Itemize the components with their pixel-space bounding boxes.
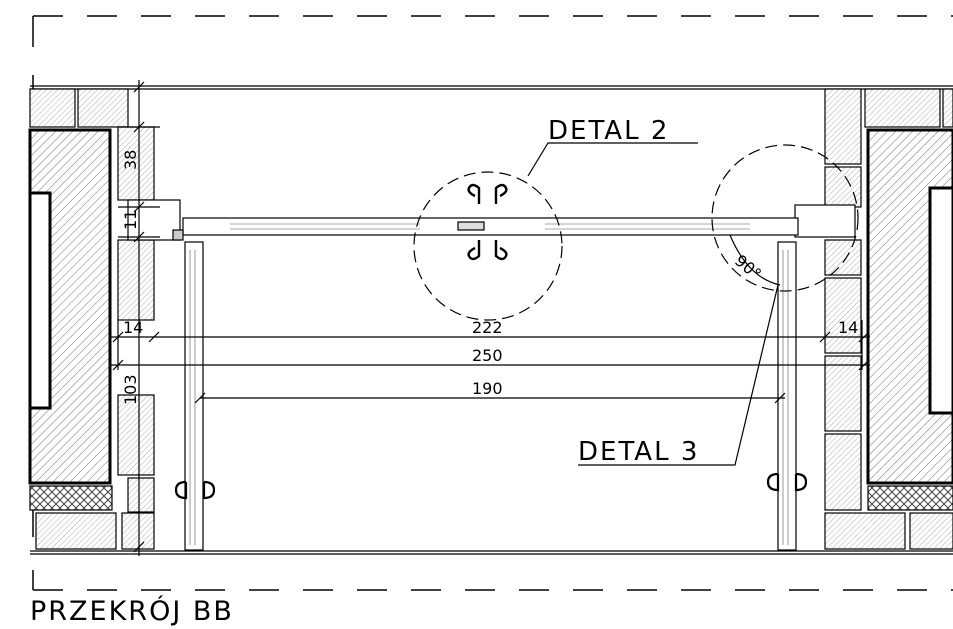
right-door-leaf (777, 241, 797, 551)
detail-3-label: DETAL 3 (578, 437, 699, 467)
handle-icon (467, 183, 508, 261)
left-door-leaf (184, 241, 204, 551)
dimension-left-gap: 14 (123, 318, 143, 337)
dashed-frame (32, 15, 953, 591)
dimension-lower-block: 103 (121, 374, 140, 405)
left-wall (28, 88, 181, 550)
horizontal-dimensions (110, 319, 870, 404)
dimension-right-gap: 14 (838, 318, 858, 337)
right-latch-icon (766, 472, 808, 492)
vertical-dimension-chain (118, 80, 160, 556)
left-latch-icon (174, 480, 216, 500)
dimension-door-width: 190 (472, 379, 503, 398)
leader-lines (527, 142, 779, 466)
dimension-panel-thickness: 11 (121, 210, 140, 230)
dimension-inner-span: 222 (472, 318, 503, 337)
angle-label: 90° (731, 251, 765, 284)
detail-2-label: DETAL 2 (548, 116, 669, 146)
detail-2-circle (413, 171, 563, 321)
detail-3-circle (711, 144, 859, 292)
dimension-top-block: 38 (121, 150, 140, 170)
opening-outline (30, 85, 953, 555)
drawing-title: PRZEKRÓJ BB (30, 596, 234, 627)
closed-door-panel (172, 217, 799, 241)
right-wall (794, 88, 953, 550)
dimension-total-span: 250 (472, 346, 503, 365)
angle-arc (729, 234, 781, 286)
